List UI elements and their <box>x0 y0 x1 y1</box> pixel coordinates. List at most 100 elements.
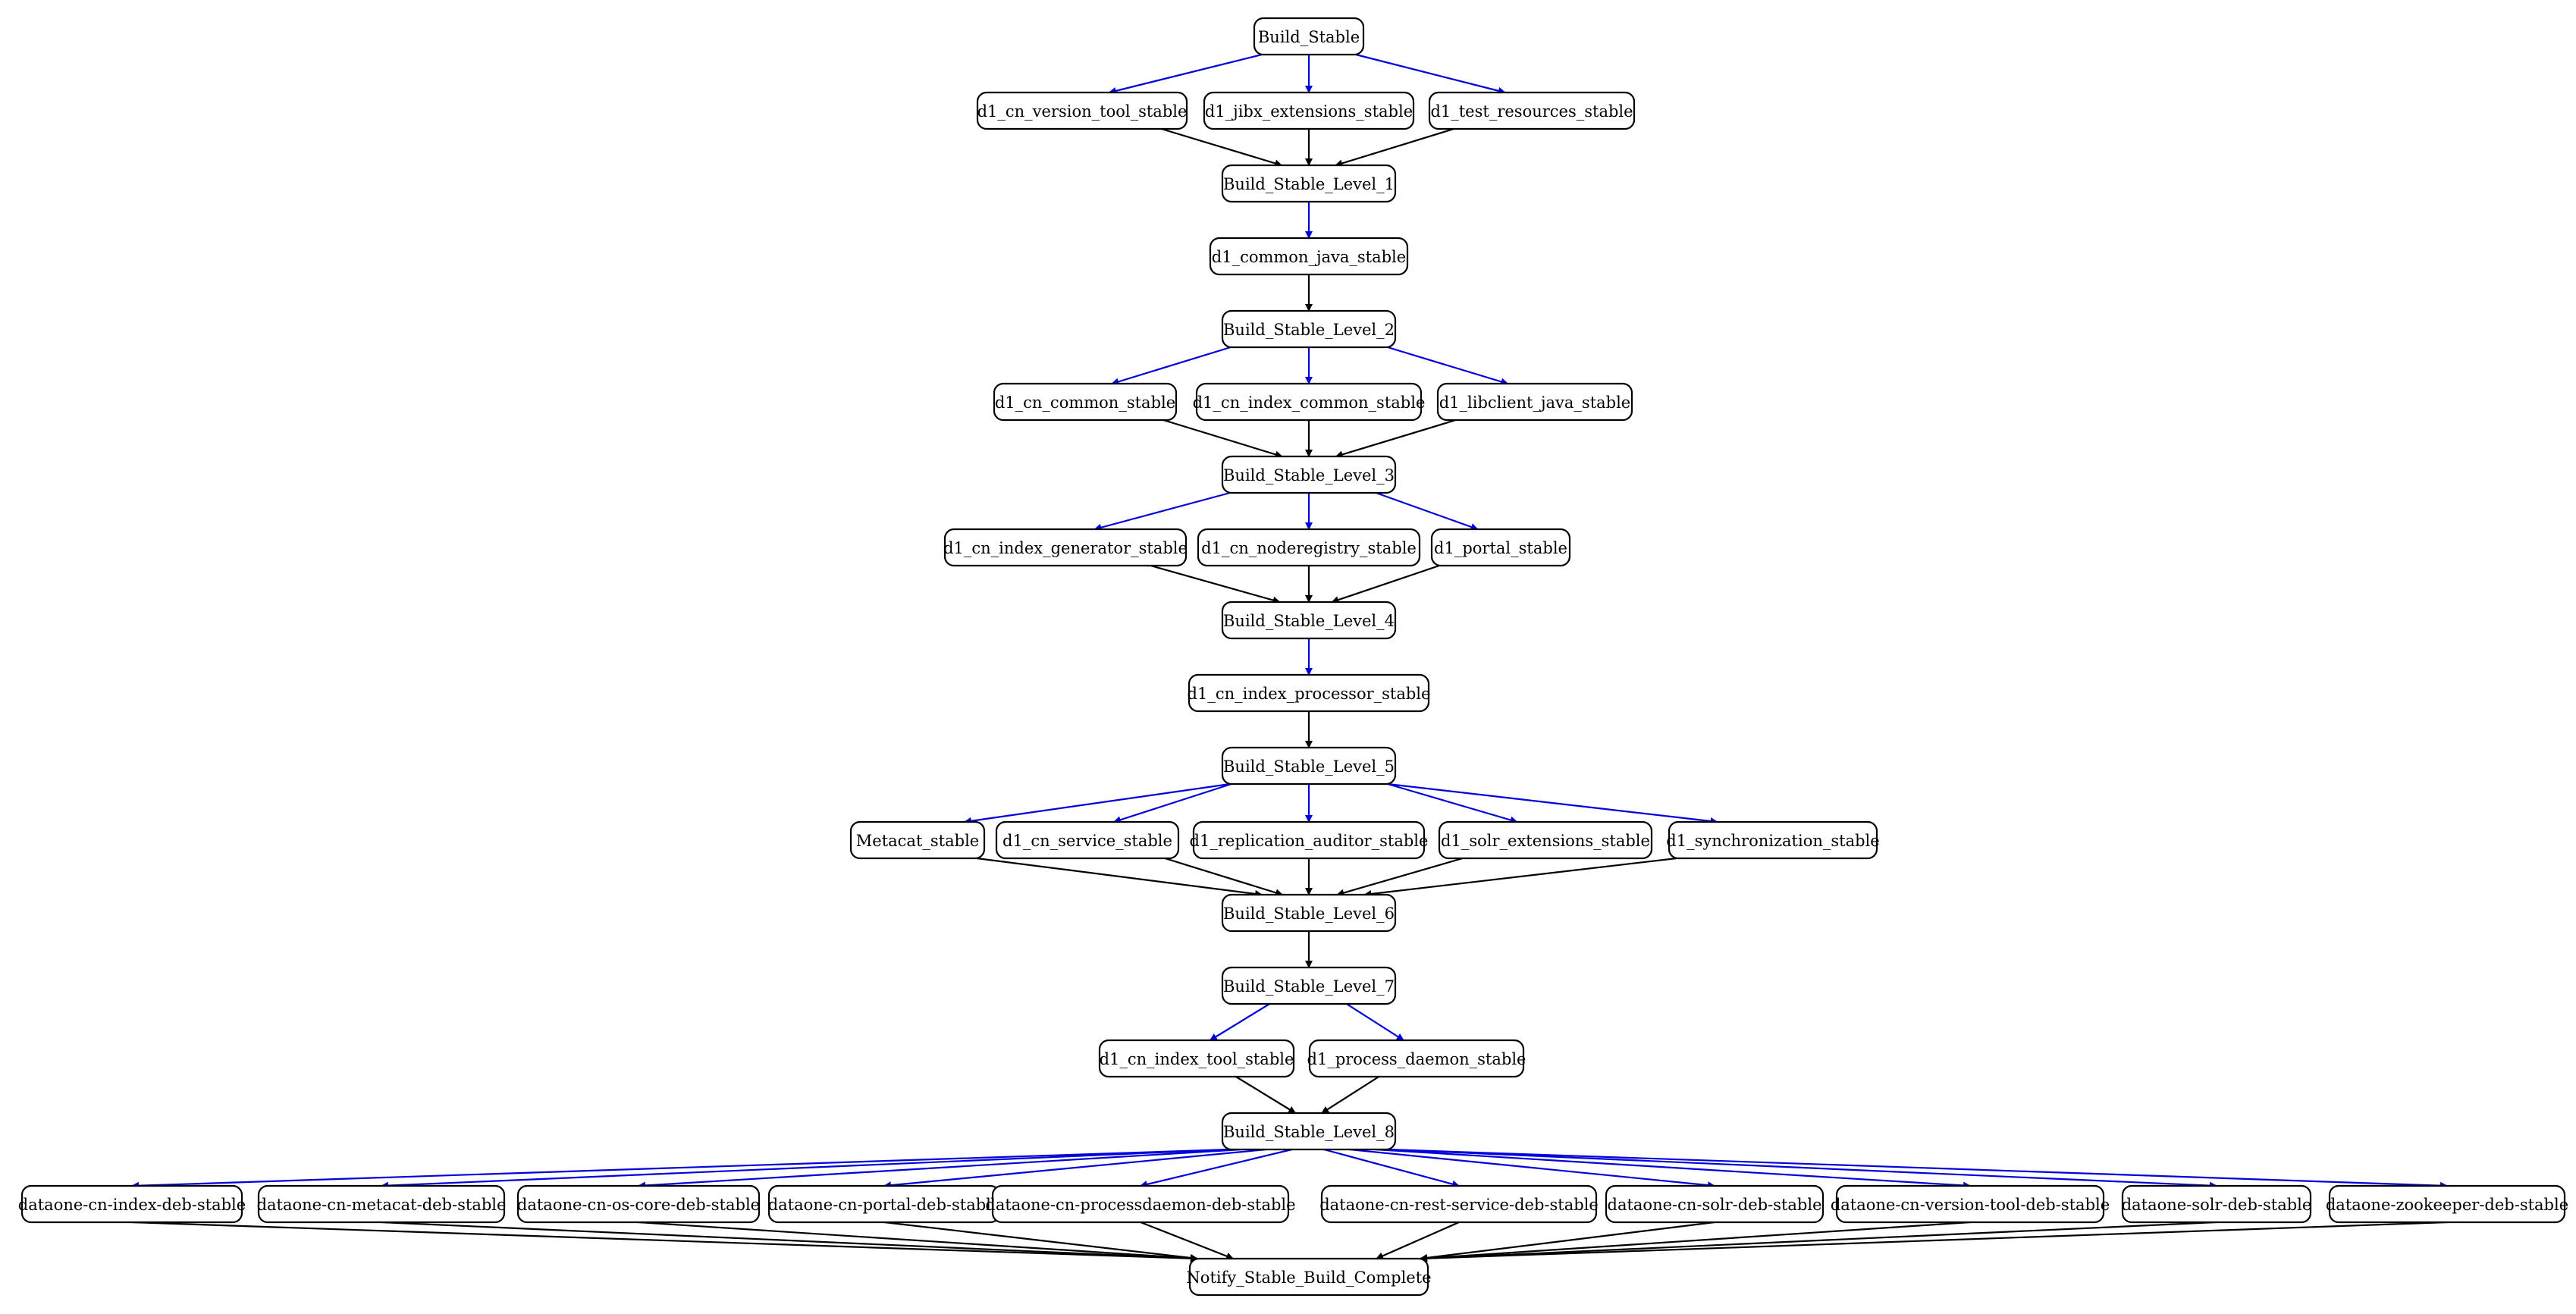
node-label: Build_Stable_Level_5 <box>1223 757 1395 776</box>
edge-build_stable-to-test_resources <box>1355 53 1506 95</box>
edge-level_5-to-cn_service <box>1113 782 1232 823</box>
node-label: d1_portal_stable <box>1434 539 1567 557</box>
edge-deb_solr-to-notify <box>1420 1221 1715 1262</box>
node-d1-test-resources-stable[interactable]: d1_test_resources_stable <box>1428 91 1636 130</box>
node-d1-solr-extensions-stable[interactable]: d1_solr_extensions_stable <box>1438 820 1653 860</box>
edge-level_7-to-index_tool <box>1209 1003 1270 1041</box>
edge-solr_ext-to-level_6 <box>1336 857 1464 897</box>
node-label: Build_Stable <box>1258 28 1360 46</box>
node-build-stable-level-3[interactable]: Build_Stable_Level_3 <box>1221 455 1397 494</box>
node-d1-libclient-java-stable[interactable]: d1_libclient_java_stable <box>1436 382 1633 422</box>
node-label: Build_Stable_Level_7 <box>1223 977 1395 996</box>
node-label: dataone-cn-rest-service-deb-stable <box>1319 1196 1599 1214</box>
edge-libclient-to-level_3 <box>1335 419 1457 459</box>
node-label: d1_cn_index_generator_stable <box>943 539 1188 557</box>
node-label: dataone-cn-portal-deb-stable <box>768 1196 1001 1214</box>
node-label: d1_libclient_java_stable <box>1439 394 1631 412</box>
node-label: Build_Stable_Level_6 <box>1223 905 1395 923</box>
node-dataone-cn-portal-deb-stable[interactable]: dataone-cn-portal-deb-stable <box>768 1184 1001 1224</box>
edge-index_tool-to-level_8 <box>1235 1076 1297 1114</box>
node-build-stable-level-5[interactable]: Build_Stable_Level_5 <box>1221 746 1397 786</box>
edge-process_daemon-to-level_8 <box>1321 1076 1379 1114</box>
edge-level_8-to-deb_zookeeper <box>1387 1148 2448 1190</box>
edge-level_2-to-cn_common <box>1111 346 1232 386</box>
node-label: d1_replication_auditor_stable <box>1190 832 1429 850</box>
edge-level_5-to-solr_ext <box>1387 782 1518 824</box>
node-build-stable[interactable]: Build_Stable <box>1253 17 1365 56</box>
node-label: dataone-zookeeper-deb-stable <box>2326 1196 2568 1214</box>
edge-deb_processdaemon-to-notify <box>1140 1221 1235 1260</box>
node-d1-cn-noderegistry-stable[interactable]: d1_cn_noderegistry_stable <box>1197 528 1421 567</box>
edge-build_stable-to-version_tool <box>1108 53 1263 95</box>
edge-portal-to-level_4 <box>1331 564 1440 604</box>
node-label: d1_cn_service_stable <box>1002 832 1172 850</box>
edge-deb_oscore-to-notify <box>638 1221 1198 1262</box>
node-d1-cn-index-tool-stable[interactable]: d1_cn_index_tool_stable <box>1098 1039 1295 1078</box>
node-d1-portal-stable[interactable]: d1_portal_stable <box>1430 528 1571 567</box>
node-d1-cn-version-tool-stable[interactable]: d1_cn_version_tool_stable <box>976 91 1188 130</box>
edge-cn_common-to-level_3 <box>1162 419 1283 459</box>
edge-deb_portal-to-notify <box>883 1221 1198 1262</box>
node-label: d1_cn_index_tool_stable <box>1100 1050 1294 1068</box>
node-label: dataone-cn-index-deb-stable <box>18 1196 246 1214</box>
node-build-stable-level-6[interactable]: Build_Stable_Level_6 <box>1221 893 1397 933</box>
node-dataone-cn-processdaemon-deb-stable[interactable]: dataone-cn-processdaemon-deb-stable <box>985 1184 1296 1224</box>
edge-level_5-to-metacat <box>963 782 1231 825</box>
edge-deb_solr_plain-to-notify <box>1420 1221 2217 1262</box>
node-build-stable-level-7[interactable]: Build_Stable_Level_7 <box>1221 966 1397 1005</box>
node-build-stable-level-2[interactable]: Build_Stable_Level_2 <box>1221 309 1397 349</box>
node-build-stable-level-1[interactable]: Build_Stable_Level_1 <box>1221 164 1397 203</box>
node-label: d1_common_java_stable <box>1212 248 1406 266</box>
node-dataone-cn-metacat-deb-stable[interactable]: dataone-cn-metacat-deb-stable <box>257 1184 507 1224</box>
node-dataone-zookeeper-deb-stable[interactable]: dataone-zookeeper-deb-stable <box>2326 1184 2568 1224</box>
node-label: d1_cn_noderegistry_stable <box>1201 539 1417 557</box>
node-label: Build_Stable_Level_8 <box>1223 1123 1395 1141</box>
node-label: dataone-cn-version-tool-deb-stable <box>1831 1196 2110 1214</box>
node-label: Build_Stable_Level_3 <box>1223 466 1395 485</box>
node-d1-cn-service-stable[interactable]: d1_cn_service_stable <box>995 820 1180 860</box>
node-dataone-cn-os-core-deb-stable[interactable]: dataone-cn-os-core-deb-stable <box>517 1184 760 1224</box>
edge-level_8-to-deb_rest <box>1323 1148 1460 1188</box>
node-dataone-solr-deb-stable[interactable]: dataone-solr-deb-stable <box>2122 1184 2312 1224</box>
node-label: Build_Stable_Level_4 <box>1223 612 1395 630</box>
node-label: d1_jibx_extensions_stable <box>1205 102 1413 121</box>
edge-level_2-to-libclient <box>1387 346 1509 386</box>
node-d1-jibx-extensions-stable[interactable]: d1_jibx_extensions_stable <box>1203 91 1415 130</box>
node-label: d1_solr_extensions_stable <box>1441 832 1650 850</box>
node-d1-process-daemon-stable[interactable]: d1_process_daemon_stable <box>1307 1039 1526 1078</box>
edge-deb_versiontool-to-notify <box>1420 1221 1971 1262</box>
node-d1-cn-index-common-stable[interactable]: d1_cn_index_common_stable <box>1193 382 1426 422</box>
node-d1-replication-auditor-stable[interactable]: d1_replication_auditor_stable <box>1190 820 1429 860</box>
edge-level_3-to-index_generator <box>1093 491 1231 532</box>
node-label: d1_process_daemon_stable <box>1307 1050 1526 1068</box>
node-label: d1_test_resources_stable <box>1430 102 1633 121</box>
edge-deb_zookeeper-to-notify <box>1420 1221 2448 1262</box>
edge-level_8-to-deb_solr <box>1349 1148 1715 1190</box>
edge-level_8-to-deb_oscore <box>638 1148 1242 1190</box>
node-d1-cn-index-generator-stable[interactable]: d1_cn_index_generator_stable <box>943 528 1188 567</box>
node-label: dataone-cn-processdaemon-deb-stable <box>985 1196 1295 1214</box>
node-d1-common-java-stable[interactable]: d1_common_java_stable <box>1209 237 1409 276</box>
edge-level_8-to-deb_index <box>131 1148 1231 1190</box>
node-label: Build_Stable_Level_1 <box>1223 175 1395 193</box>
edge-layer <box>131 53 2448 1262</box>
node-d1-synchronization-stable[interactable]: d1_synchronization_stable <box>1666 820 1880 860</box>
edge-level_8-to-deb_versiontool <box>1375 1148 1971 1190</box>
edge-deb_index-to-notify <box>131 1221 1198 1262</box>
node-build-stable-level-4[interactable]: Build_Stable_Level_4 <box>1221 601 1397 640</box>
node-d1-cn-common-stable[interactable]: d1_cn_common_stable <box>993 382 1178 422</box>
node-label: d1_cn_index_processor_stable <box>1188 685 1431 703</box>
node-dataone-cn-version-tool-deb-stable[interactable]: dataone-cn-version-tool-deb-stable <box>1831 1184 2110 1224</box>
node-label: d1_cn_index_common_stable <box>1193 394 1426 412</box>
node-label: dataone-solr-deb-stable <box>2122 1196 2312 1214</box>
node-dataone-cn-solr-deb-stable[interactable]: dataone-cn-solr-deb-stable <box>1605 1184 1825 1224</box>
node-dataone-cn-rest-service-deb-stable[interactable]: dataone-cn-rest-service-deb-stable <box>1319 1184 1599 1224</box>
edge-level_3-to-portal <box>1376 491 1479 531</box>
edge-deb_metacat-to-notify <box>381 1221 1198 1262</box>
node-build-stable-level-8[interactable]: Build_Stable_Level_8 <box>1221 1112 1397 1151</box>
node-d1-cn-index-processor-stable[interactable]: d1_cn_index_processor_stable <box>1188 673 1431 713</box>
node-notify-stable-build-complete[interactable]: Notify_Stable_Build_Complete <box>1186 1257 1432 1297</box>
node-dataone-cn-index-deb-stable[interactable]: dataone-cn-index-deb-stable <box>18 1184 246 1224</box>
node-metacat-stable[interactable]: Metacat_stable <box>849 820 986 860</box>
edge-level_7-to-process_daemon <box>1346 1003 1404 1041</box>
